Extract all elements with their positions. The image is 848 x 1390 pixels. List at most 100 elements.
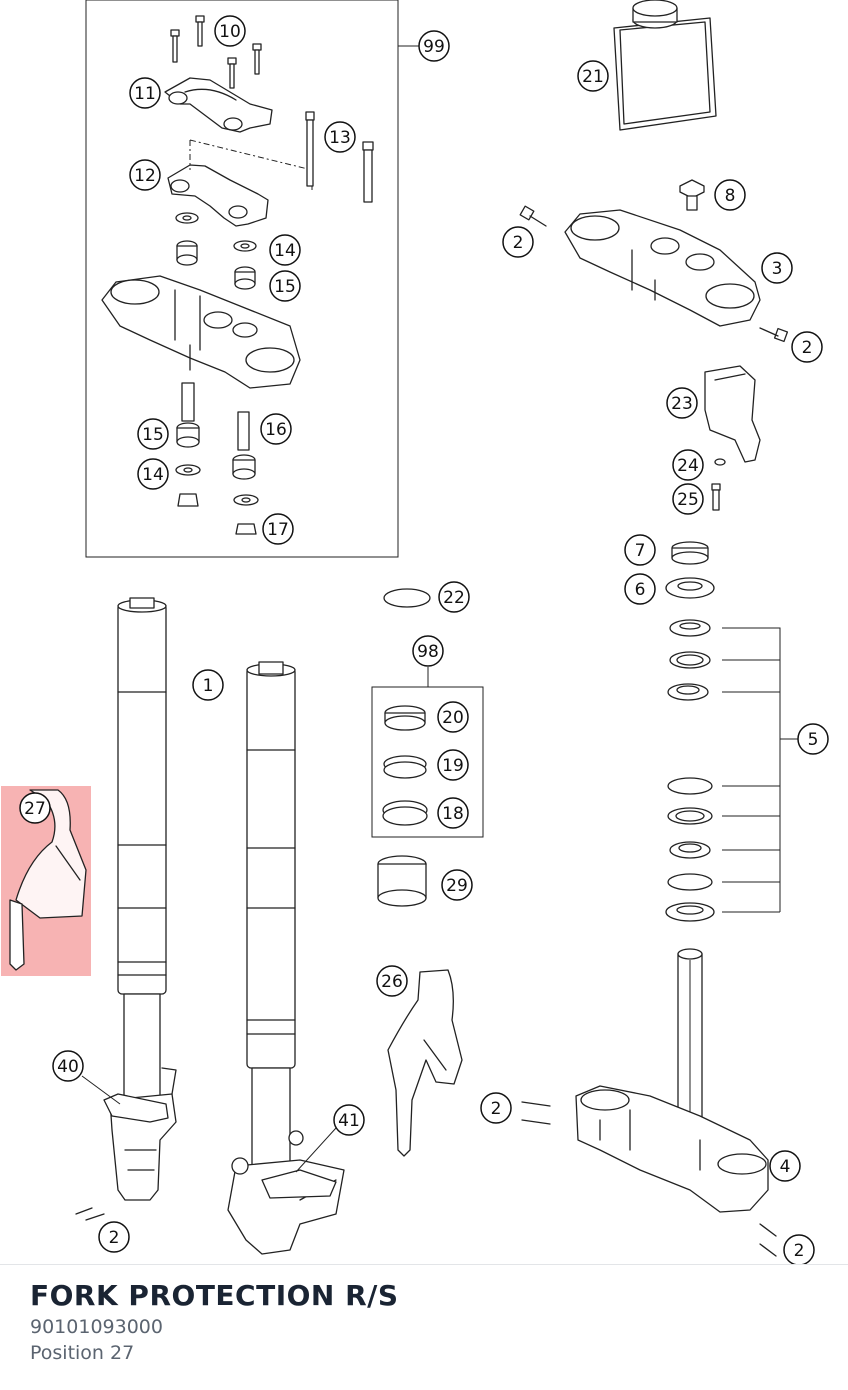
- fork-leg-right: [227, 661, 345, 1255]
- callout-label: 24: [677, 456, 699, 476]
- callout-label: 20: [442, 708, 464, 728]
- handlebar-clamp-base-12: [167, 139, 313, 227]
- callout-13: 13: [324, 121, 356, 153]
- callout-7: 7: [624, 534, 656, 566]
- callout-label: 41: [338, 1111, 360, 1131]
- callout-label: 2: [491, 1099, 502, 1119]
- callout-5: 5: [797, 723, 829, 755]
- fork-leg-left: [109, 597, 177, 1201]
- callout-label: 19: [442, 756, 464, 776]
- callout-6: 6: [624, 573, 656, 605]
- callout-2: 2: [480, 1092, 512, 1124]
- callout-27[interactable]: 27: [19, 792, 51, 824]
- handlebar-clamp-11: [164, 77, 273, 133]
- callout-26: 26: [376, 965, 408, 997]
- callout-1: 1: [192, 669, 224, 701]
- callout-21: 21: [577, 60, 609, 92]
- callout-label: 14: [142, 465, 164, 485]
- part-title: FORK PROTECTION R/S: [30, 1279, 399, 1312]
- callout-label: 15: [142, 425, 164, 445]
- callout-98: 98: [412, 635, 444, 667]
- callout-18: 18: [437, 797, 469, 829]
- part-position: Position 27: [30, 1342, 135, 1364]
- steering-bearing-stack-5: [665, 619, 798, 922]
- callout-10: 10: [214, 15, 246, 47]
- o-ring-22: [383, 588, 431, 608]
- callout-label: 22: [443, 588, 465, 608]
- fork-protection-27[interactable]: [9, 789, 87, 971]
- part-info-panel: FORK PROTECTION R/S 90101093000 Position…: [30, 1278, 830, 1366]
- callout-22: 22: [438, 581, 470, 613]
- oil-can-21: [613, 0, 717, 131]
- callout-4: 4: [769, 1150, 801, 1182]
- callout-2: 2: [502, 226, 534, 258]
- leader-40: [81, 1075, 121, 1105]
- callout-label: 4: [780, 1157, 791, 1177]
- callout-15: 15: [137, 418, 169, 450]
- callout-label: 27: [24, 799, 46, 819]
- callout-label: 18: [442, 804, 464, 824]
- callout-label: 17: [267, 520, 289, 540]
- leader-41: [295, 1127, 337, 1173]
- callout-3: 3: [761, 252, 793, 284]
- callout-label: 98: [417, 642, 439, 662]
- callout-25: 25: [672, 483, 704, 515]
- callout-14: 14: [137, 458, 169, 490]
- bracket-23: [704, 365, 761, 511]
- callout-label: 23: [671, 394, 693, 414]
- callout-label: 8: [725, 186, 736, 206]
- callout-label: 12: [134, 166, 156, 186]
- lower-kit-parts: [175, 382, 259, 535]
- callout-8: 8: [714, 179, 746, 211]
- callout-14: 14: [269, 234, 301, 266]
- callout-label: 3: [772, 259, 783, 279]
- callout-label: 13: [329, 128, 351, 148]
- callout-label: 2: [802, 338, 813, 358]
- upper-triple-clamp-kit: [101, 275, 301, 389]
- callout-40: 40: [52, 1050, 84, 1082]
- callout-label: 14: [274, 241, 296, 261]
- callout-label: 2: [513, 233, 524, 253]
- callout-label: 21: [582, 67, 604, 87]
- bearing-parts-18-20: [382, 705, 428, 826]
- callout-24: 24: [672, 449, 704, 481]
- callout-label: 15: [274, 277, 296, 297]
- bolts-2-upper: [519, 205, 789, 343]
- callout-label: 2: [794, 1241, 805, 1261]
- divider: [0, 1264, 848, 1265]
- bolts-2-lower: [75, 1101, 777, 1257]
- lower-triple-clamp-4: [575, 948, 769, 1213]
- bolt-8: [679, 179, 705, 211]
- bearing-29: [377, 855, 427, 907]
- callout-20: 20: [437, 701, 469, 733]
- callout-label: 99: [423, 37, 445, 57]
- callout-label: 5: [808, 730, 819, 750]
- callout-label: 7: [635, 541, 646, 561]
- callout-label: 26: [381, 972, 403, 992]
- callout-41: 41: [333, 1104, 365, 1136]
- callout-label: 11: [134, 84, 156, 104]
- callout-12: 12: [129, 159, 161, 191]
- callout-29: 29: [441, 869, 473, 901]
- callout-15: 15: [269, 270, 301, 302]
- callout-99: 99: [418, 30, 450, 62]
- callout-label: 40: [57, 1057, 79, 1077]
- callout-label: 25: [677, 490, 699, 510]
- fork-protector-41: [261, 1169, 337, 1199]
- callout-label: 6: [635, 580, 646, 600]
- long-bolts-13: [305, 111, 374, 203]
- callout-19: 19: [437, 749, 469, 781]
- callout-23: 23: [666, 387, 698, 419]
- callout-2: 2: [98, 1221, 130, 1253]
- bushings-14-15-upper: [175, 212, 257, 290]
- callout-16: 16: [260, 413, 292, 445]
- callout-label: 10: [219, 22, 241, 42]
- callout-label: 2: [109, 1228, 120, 1248]
- fork-protector-40: [103, 1093, 169, 1123]
- callout-label: 16: [265, 420, 287, 440]
- callout-label: 1: [203, 676, 214, 696]
- callout-2: 2: [791, 331, 823, 363]
- fork-protection-26: [387, 969, 463, 1157]
